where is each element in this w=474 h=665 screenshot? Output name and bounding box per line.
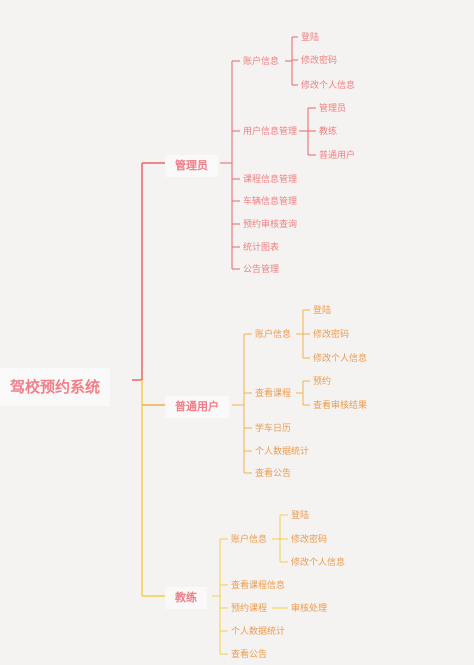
branch-admin[interactable]: 管理员 — [165, 155, 218, 177]
user-change-password[interactable]: 修改密码 — [313, 330, 350, 340]
user-book[interactable]: 预约 — [313, 377, 332, 387]
admin-mgmt-regular[interactable]: 普通用户 — [319, 151, 356, 161]
admin-booking-review[interactable]: 预约审核查询 — [243, 220, 298, 230]
coach-review-handling[interactable]: 审核处理 — [291, 604, 328, 614]
coach-book-course[interactable]: 预约课程 — [231, 604, 268, 614]
coach-course-info[interactable]: 查看课程信息 — [231, 581, 286, 591]
coach-statistics[interactable]: 个人数据统计 — [231, 627, 286, 637]
admin-vehicle-management[interactable]: 车辆信息管理 — [243, 197, 298, 207]
user-account-info[interactable]: 账户信息 — [255, 330, 292, 340]
user-login[interactable]: 登陆 — [313, 306, 332, 316]
admin-mgmt-coach[interactable]: 教练 — [319, 127, 338, 137]
coach-login[interactable]: 登陆 — [291, 511, 310, 521]
user-statistics[interactable]: 个人数据统计 — [255, 447, 310, 457]
branch-coach[interactable]: 教练 — [165, 587, 207, 609]
admin-login[interactable]: 登陆 — [301, 33, 320, 43]
user-announcements[interactable]: 查看公告 — [255, 469, 292, 479]
admin-announcements[interactable]: 公告管理 — [243, 265, 280, 275]
branch-regular-user[interactable]: 普通用户 — [165, 396, 229, 418]
admin-mgmt-admin[interactable]: 管理员 — [319, 104, 347, 114]
user-review-result[interactable]: 查看审核结果 — [313, 401, 368, 411]
admin-account-info[interactable]: 账户信息 — [243, 57, 280, 67]
admin-edit-profile[interactable]: 修改个人信息 — [301, 81, 356, 91]
root-node[interactable]: 驾校预约系统 — [0, 368, 111, 406]
user-calendar[interactable]: 学车日历 — [255, 424, 292, 434]
admin-charts[interactable]: 统计图表 — [243, 243, 280, 253]
coach-announcements[interactable]: 查看公告 — [231, 650, 268, 660]
user-edit-profile[interactable]: 修改个人信息 — [313, 354, 368, 364]
coach-change-password[interactable]: 修改密码 — [291, 535, 328, 545]
coach-edit-profile[interactable]: 修改个人信息 — [291, 558, 346, 568]
admin-course-management[interactable]: 课程信息管理 — [243, 175, 298, 185]
user-view-courses[interactable]: 查看课程 — [255, 389, 292, 399]
admin-user-management[interactable]: 用户信息管理 — [243, 127, 298, 137]
coach-account-info[interactable]: 账户信息 — [231, 535, 268, 545]
admin-change-password[interactable]: 修改密码 — [301, 56, 338, 66]
